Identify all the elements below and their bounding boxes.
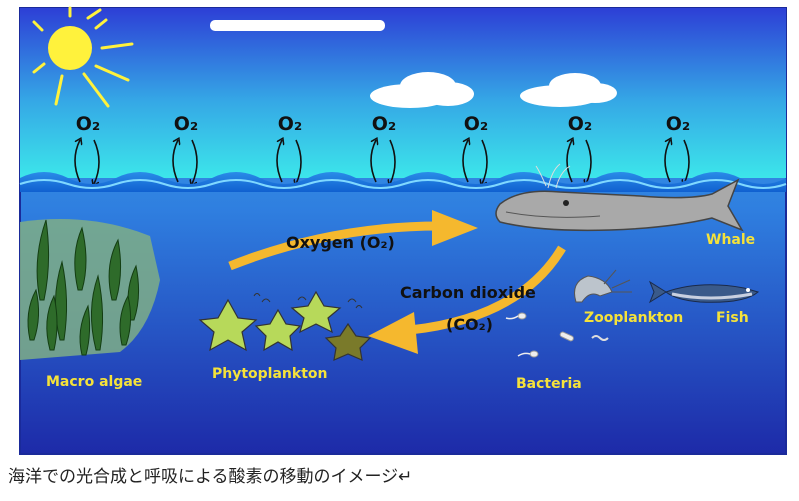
o2-release-arrow (276, 140, 282, 183)
sun-icon (32, 6, 134, 108)
cloud-icon (210, 20, 385, 31)
phytoplankton-label: Phytoplankton (212, 366, 328, 382)
bacteria-icon (505, 312, 574, 358)
o2-absorb-arrow (684, 139, 690, 184)
oxygen-flow-arrowhead (432, 210, 478, 246)
o2-release-arrow (370, 140, 376, 183)
o2-label: O₂ (278, 113, 302, 135)
whale-label: Whale (706, 232, 755, 248)
zooplankton-icon (574, 269, 632, 341)
o2-label: O₂ (372, 113, 396, 135)
o2-label-group: O₂ O₂ O₂ O₂ O₂ O₂ O₂ (76, 113, 690, 135)
o2-release-arrow (74, 140, 80, 183)
o2-release-arrow (462, 140, 468, 183)
whale-icon (495, 163, 744, 232)
sea-surface-highlight (19, 179, 787, 189)
o2-absorb-arrow (482, 139, 488, 184)
phytoplankton-icon (198, 290, 372, 361)
o2-label: O₂ (666, 113, 690, 135)
o2-release-arrow (664, 140, 670, 183)
co2-flow-arrow (409, 245, 566, 335)
o2-label: O₂ (464, 113, 488, 135)
fish-icon (648, 280, 760, 304)
o2-label: O₂ (174, 113, 198, 135)
o2-label: O₂ (568, 113, 592, 135)
o2-label: O₂ (76, 113, 100, 135)
oxygen-label: Oxygen (O₂) (286, 233, 395, 252)
o2-exchange-arrows (74, 139, 690, 184)
o2-absorb-arrow (94, 139, 100, 184)
cloud-icon (370, 72, 474, 108)
o2-absorb-arrow (390, 139, 396, 184)
o2-release-arrow (566, 140, 572, 183)
co2-label-line2: (CO₂) (446, 315, 493, 334)
sea-surface-waves (20, 172, 786, 192)
bacteria-label: Bacteria (516, 376, 582, 392)
macro-algae-icon (20, 219, 160, 360)
macro-algae-label: Macro algae (46, 374, 142, 390)
o2-release-arrow (172, 140, 178, 183)
o2-absorb-arrow (192, 139, 198, 184)
zooplankton-label: Zooplankton (584, 310, 683, 326)
o2-absorb-arrow (586, 139, 592, 184)
o2-absorb-arrow (296, 139, 302, 184)
co2-label-line1: Carbon dioxide (400, 283, 536, 302)
figure-caption: 海洋での光合成と呼吸による酸素の移動のイメージ↵ (8, 467, 413, 487)
cloud-icon (520, 73, 617, 107)
fish-label: Fish (716, 310, 749, 326)
oxygen-flow-arrow (228, 221, 441, 271)
co2-flow-arrowhead (368, 312, 418, 354)
